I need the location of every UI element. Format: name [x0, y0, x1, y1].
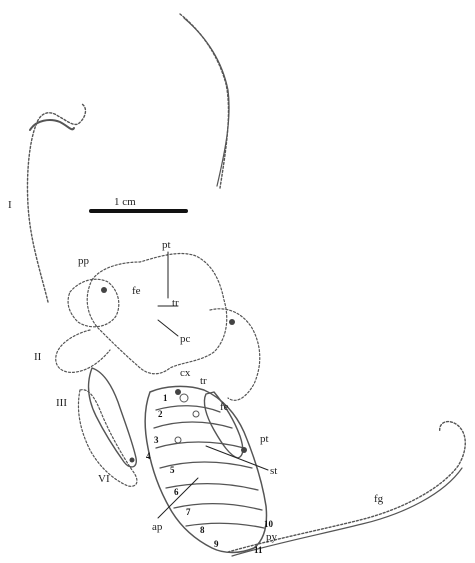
leg-I-label: I — [8, 200, 12, 211]
label-pp: pp — [78, 256, 89, 267]
label-ap: ap — [152, 522, 162, 533]
segment-number: 1 — [163, 394, 168, 403]
label-fg: fg — [374, 494, 383, 505]
segment-number: 10 — [264, 520, 273, 529]
label-pt-mid: pt — [260, 434, 269, 445]
leg-III-outline — [89, 368, 137, 467]
label-py: py — [266, 532, 277, 543]
segment-number: 3 — [154, 436, 159, 445]
segment-number: 9 — [214, 540, 219, 549]
label-tr-top: tr — [172, 298, 179, 309]
segment-number: 8 — [200, 526, 205, 535]
leader-lines — [158, 252, 268, 518]
label-st: st — [270, 466, 277, 477]
scale-bar-label: 1 cm — [114, 197, 136, 208]
label-fe-top: fe — [132, 286, 141, 297]
label-cx: cx — [180, 368, 190, 379]
label-fe-mid: fe — [220, 402, 229, 413]
prosoma-outline — [87, 254, 227, 374]
segment-number: 11 — [254, 546, 263, 555]
leg-I-outline — [27, 104, 85, 302]
label-pt-top: pt — [162, 240, 171, 251]
leg-III-label: III — [56, 398, 67, 409]
segment-number: 6 — [174, 488, 179, 497]
segment-number: 2 — [158, 410, 163, 419]
label-pc: pc — [180, 334, 190, 345]
leg-VI-label: VI — [98, 474, 110, 485]
pp-outline — [68, 279, 119, 327]
coxa-mark — [180, 394, 188, 402]
leg-II-outline — [56, 330, 110, 372]
label-tr-mid: tr — [200, 376, 207, 387]
upper-right-appendage — [180, 14, 228, 188]
segment-number: 7 — [186, 508, 191, 517]
segment-number: 5 — [170, 466, 175, 475]
segment-number: 4 — [146, 452, 151, 461]
leg-II-label: II — [34, 352, 41, 363]
